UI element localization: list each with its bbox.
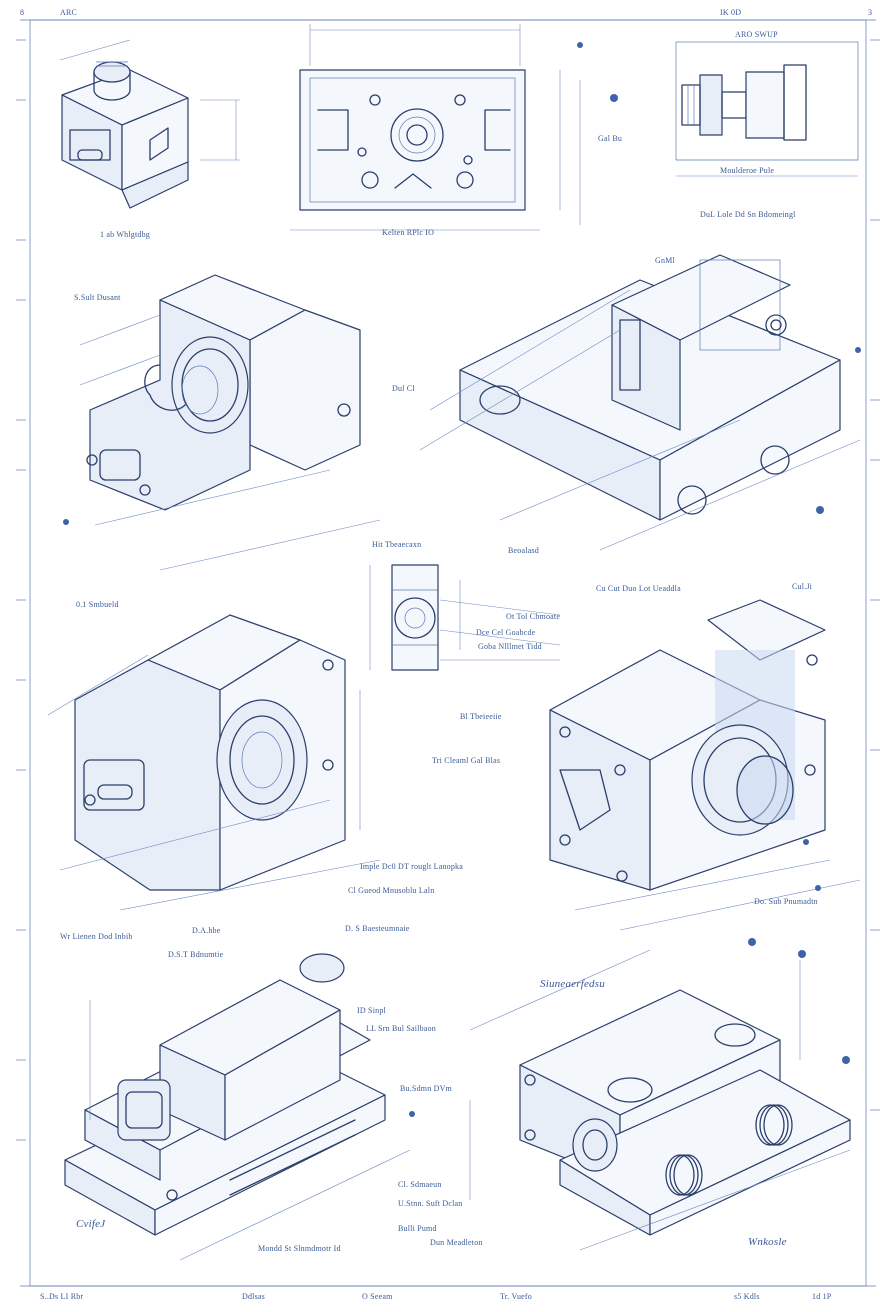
label-mid-1: Hit Tbeaecaxn [372, 540, 422, 549]
caption-top-right: Moulderoe Pule [720, 166, 775, 175]
part-lower-right-iso [549, 599, 861, 931]
callout-center-1: Ot Tol Cbmoate [506, 612, 561, 621]
dim-label-3: GnMl [655, 256, 675, 265]
label-left-4: D.A.hbe [192, 926, 221, 935]
callout-center-3: Goba Nlllmet Tidd [478, 642, 542, 651]
part-top-left-iso [59, 39, 240, 209]
label-left-5: D.S.T Bdnumtie [168, 950, 224, 959]
part-bottom-right-iso [469, 938, 851, 1251]
part-lower-left-iso [47, 614, 381, 911]
label-bottom-3: Bu.Sdmn DVm [400, 1084, 452, 1093]
part-top-middle-front-view [290, 24, 581, 231]
dim-label-4: Gal Bu [598, 134, 623, 143]
dim-label-5: Cul.Ji [792, 582, 813, 591]
margin-ticks [16, 39, 880, 1141]
label-bottom-1: Mondd St Slnmdmotr Id [258, 1244, 341, 1253]
corner-mark-top-arc: ARC [60, 8, 78, 17]
part-mid-left-iso [63, 274, 381, 571]
footer-label-1: S..Ds LI Rbr [40, 1292, 84, 1301]
corner-mark-top-left: 8 [20, 8, 25, 17]
callout-center-2: Dce Cel Goabcde [476, 628, 536, 637]
part-center-detail [369, 564, 561, 671]
dim-label-1: ID Sinpl [357, 1006, 386, 1015]
footer-label-2: Ddlsas [242, 1292, 265, 1301]
footer-label-5: s5 Kdls [734, 1292, 760, 1301]
label-mid-5: Tri Cleaml Gal Blas [432, 756, 501, 765]
caption-top-middle: Kelten RPlc IO [382, 228, 435, 237]
label-left-1: 0.1 Smbueld [76, 600, 119, 609]
header-top-right: ARO SWUP [735, 30, 778, 39]
part-bottom-left-iso [64, 953, 415, 1261]
label-bottom-4: Cl. Sdmaeun [398, 1180, 442, 1189]
label-left-6: D. S Baesteumnaie [345, 924, 410, 933]
corner-mark-top-right: 3 [868, 8, 873, 17]
dim-label-2: Dul Cl [392, 384, 415, 393]
label-mid-7: Cl Gueod Mnusoblu Laln [348, 886, 435, 895]
footer-label-3: O Seeam [362, 1292, 393, 1301]
label-right-2: Do. Sub Pnumadtn [754, 897, 818, 906]
label-mid-4: Bl Tbeieeiie [460, 712, 502, 721]
label-bottom-6: Bulli Pumd [398, 1224, 437, 1233]
script-bottom-right: Wnkosle [748, 1236, 787, 1248]
label-left-3: Wr Lienen Dod Inbib [60, 932, 133, 941]
label-mid-2: Beoalasd [508, 546, 539, 555]
label-bottom-5: U.Stnn. Suft Dclan [398, 1199, 463, 1208]
script-bottom-left: CvifeJ [76, 1218, 106, 1230]
label-right-1: DuL Lole Dd Sn Bdomeingl [700, 210, 796, 219]
label-bottom-7: Dun Meadleton [430, 1238, 483, 1247]
label-mid-6: Imple Dc0 DT rouglt Lanopka [360, 862, 464, 871]
label-mid-3: Cu Cut Duo Lot Ueaddla [596, 584, 681, 593]
script-bottom-center: Siuneaerfedsu [540, 978, 605, 990]
corner-mark-top-code: IK 0D [720, 8, 742, 17]
label-bottom-2: LL Srn Bul Sailbaon [366, 1024, 436, 1033]
part-top-right-side-view [577, 41, 859, 177]
part-mid-right-iso [419, 254, 861, 551]
caption-top-left: 1 ab Whlgtdbg [100, 230, 151, 239]
footer-label-4: Tr. Vuefo [500, 1292, 532, 1301]
label-left-2: S.Sult Dusant [74, 293, 121, 302]
footer-label-6: 1d 1P [812, 1292, 832, 1301]
